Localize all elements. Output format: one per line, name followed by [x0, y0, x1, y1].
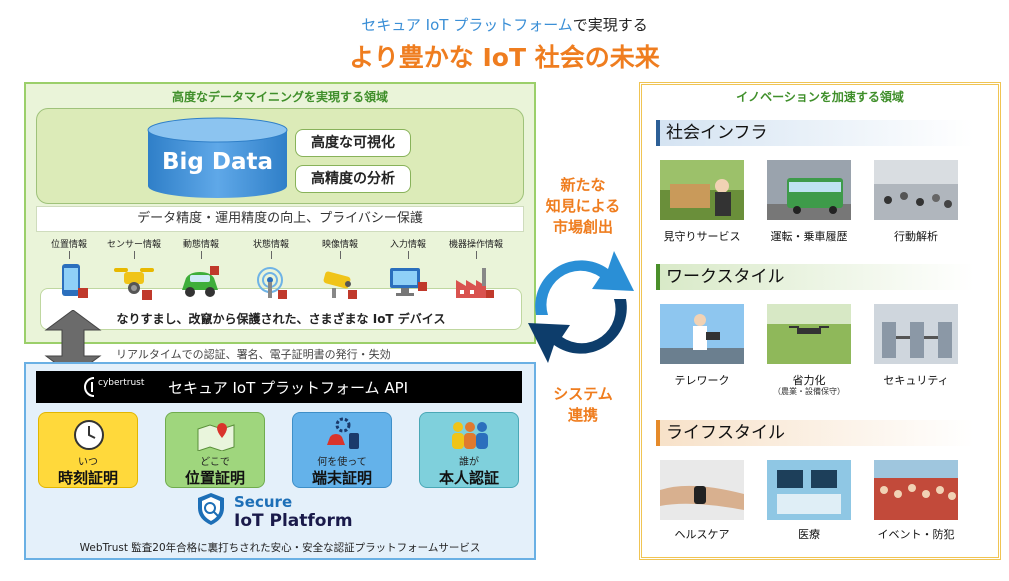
info-tag-motion: 動態情報 [182, 240, 219, 250]
header-subtitle: セキュア IoT プラットフォームで実現する [0, 14, 1009, 35]
caption-labor-saving-sub: （農業・設備保守） [773, 387, 845, 396]
smartphone-icon [62, 264, 88, 298]
data-mining-title: 高度なデータマイニングを実現する領域 [171, 90, 388, 104]
photo-telework [660, 304, 744, 364]
sensor-icon [257, 267, 287, 299]
photo-event-crowd [874, 460, 958, 520]
api-bar [36, 371, 522, 403]
info-tag-status: 状態情報 [252, 240, 289, 250]
caption-labor-saving: 省力化 [792, 374, 826, 387]
system-link-line: システム [553, 385, 613, 403]
secure-logo-line1: Secure [234, 493, 293, 511]
tag-connector [408, 251, 409, 259]
card-time-label: 時刻証明 [57, 469, 118, 487]
photo-medical [767, 460, 851, 520]
page-title: より豊かな IoT 社会の未来 [349, 43, 660, 72]
drone-icon [114, 268, 154, 300]
devices-gear-icon [327, 417, 359, 449]
info-tag-location: 位置情報 [50, 240, 87, 250]
market-creation-line: 知見による [545, 197, 621, 215]
innovation-title: イノベーションを加速する領域 [736, 90, 904, 104]
caption-watching-service: 見守りサービス [663, 230, 741, 243]
caption-event-crime-prevention: イベント・防犯 [877, 528, 955, 541]
system-link-label: システム 連携 [535, 384, 631, 426]
photo-crowd-station [874, 160, 958, 220]
double-arrow-icon [44, 310, 102, 376]
car-icon [182, 266, 219, 297]
photo-healthcare-watch [660, 460, 744, 520]
caption-driving-history: 運転・乗車履歴 [770, 230, 848, 243]
header-subtitle-highlight: セキュア IoT プラットフォーム [361, 16, 573, 34]
caption-behavior-analysis: 行動解析 [894, 230, 938, 243]
card-identity-who: 誰が [459, 457, 479, 468]
caption-security: セキュリティ [883, 374, 949, 387]
caption-telework: テレワーク [674, 374, 730, 387]
factory-icon [456, 268, 494, 298]
realtime-caption: リアルタイムでの認証、署名、電子証明書の発行・失効 [116, 348, 391, 361]
tag-connector [69, 251, 70, 259]
section-social-infra: 社会インフラ [656, 120, 974, 146]
photo-security-gate [874, 304, 958, 364]
pc-icon [390, 268, 427, 296]
card-device-proof: 何を使って 端末証明 [292, 412, 392, 488]
info-tag-input: 入力情報 [389, 240, 426, 250]
cybertrust-logo-icon [84, 377, 95, 397]
market-creation-label: 新たな 知見による 市場創出 [535, 175, 631, 238]
header-subtitle-rest: で実現する [572, 16, 648, 34]
info-tag-video: 映像情報 [321, 240, 358, 250]
feature-analysis: 高精度の分析 [295, 165, 411, 193]
photo-watching-service [660, 160, 744, 220]
database-cylinder-icon [147, 117, 288, 198]
card-location-proof: どこで 位置証明 [165, 412, 265, 488]
api-title: セキュア IoT プラットフォーム API [168, 379, 409, 397]
photo-agri-drone [767, 304, 851, 364]
card-time-proof: いつ 時刻証明 [38, 412, 138, 488]
card-identity-label: 本人認証 [438, 469, 499, 487]
card-time-when: いつ [78, 457, 98, 468]
big-data-label: Big Data [161, 149, 273, 175]
clock-icon [74, 420, 104, 450]
shield-icon [198, 493, 224, 525]
tag-connector [201, 251, 202, 259]
camera-icon [323, 271, 357, 299]
market-creation-line: 市場創出 [552, 218, 613, 236]
map-pin-icon [197, 423, 235, 451]
card-device-label: 端末証明 [311, 469, 372, 487]
photo-bus [767, 160, 851, 220]
people-icon [452, 422, 488, 449]
cycle-arrows-icon [528, 251, 634, 363]
info-tag-sensor: センサー情報 [106, 240, 161, 250]
card-device-what: 何を使って [317, 457, 367, 468]
tag-connector [476, 251, 477, 259]
market-creation-line: 新たな [560, 176, 606, 194]
card-location-label: 位置証明 [184, 469, 245, 487]
secure-logo-line2: IoT Platform [234, 511, 353, 531]
device-caption: なりすまし、改竄から保護された、さまざまな IoT デバイス [116, 312, 446, 326]
cybertrust-logo-text: cybertrust [98, 378, 145, 388]
system-link-line: 連携 [567, 406, 598, 424]
section-workstyle: ワークスタイル [656, 264, 974, 290]
caption-medical: 医療 [798, 528, 820, 541]
caption-healthcare: ヘルスケア [674, 528, 730, 541]
tag-connector [134, 251, 135, 259]
tag-connector [271, 251, 272, 259]
privacy-banner: データ精度・運用精度の向上、プライバシー保護 [36, 206, 524, 232]
section-lifestyle: ライフスタイル [656, 420, 974, 446]
card-location-where: どこで [200, 457, 230, 468]
tag-connector [340, 251, 341, 259]
card-identity-auth: 誰が 本人認証 [419, 412, 519, 488]
webtrust-caption: WebTrust 監査20年合格に裏打ちされた安心・安全な認証プラットフォームサ… [79, 542, 481, 554]
info-tag-operation: 機器操作情報 [448, 240, 503, 250]
feature-visualization: 高度な可視化 [295, 129, 411, 157]
